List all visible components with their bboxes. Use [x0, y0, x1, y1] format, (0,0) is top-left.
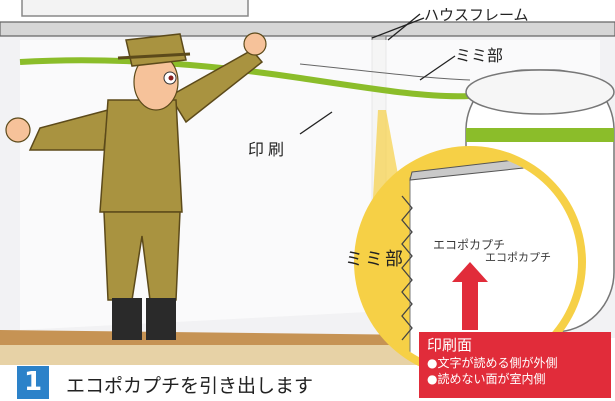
mimi-zoom-label: ミミ部 — [345, 249, 405, 270]
brand-print-2: エコポカプチ — [485, 251, 551, 264]
printing-label: 印刷 — [248, 140, 289, 159]
print-side-title: 印刷面 — [427, 336, 473, 354]
print-side-line-outside: ●文字が読める側が外側 — [427, 356, 558, 370]
film-roll-stripe — [466, 128, 614, 142]
top-header-box — [21, 0, 249, 17]
mimi-label: ミミ部 — [455, 46, 504, 65]
film-edge — [299, 63, 471, 81]
film-roll-top — [465, 69, 615, 115]
step-number-badge: 1 — [17, 366, 49, 399]
brand-print-1: エコポカプチ — [433, 238, 506, 252]
ground-lower — [0, 345, 420, 365]
print-side-note: 印刷面 ●文字が読める側が外側 ●読めない面が室内側 — [419, 332, 611, 398]
worker-illustration — [5, 32, 267, 340]
mimi-leader-line — [419, 55, 456, 81]
green-stripe — [19, 57, 471, 100]
print-leader-line — [299, 111, 333, 135]
step-caption: エコポカプチを引き出します — [66, 375, 314, 397]
print-side-line-inside: ●読めない面が室内側 — [427, 372, 546, 386]
house-frame-label: ハウスフレーム — [424, 6, 529, 24]
up-arrow-icon — [452, 262, 488, 330]
frame-leader-line-2 — [371, 17, 425, 39]
frame-leader-line-1 — [387, 13, 421, 41]
